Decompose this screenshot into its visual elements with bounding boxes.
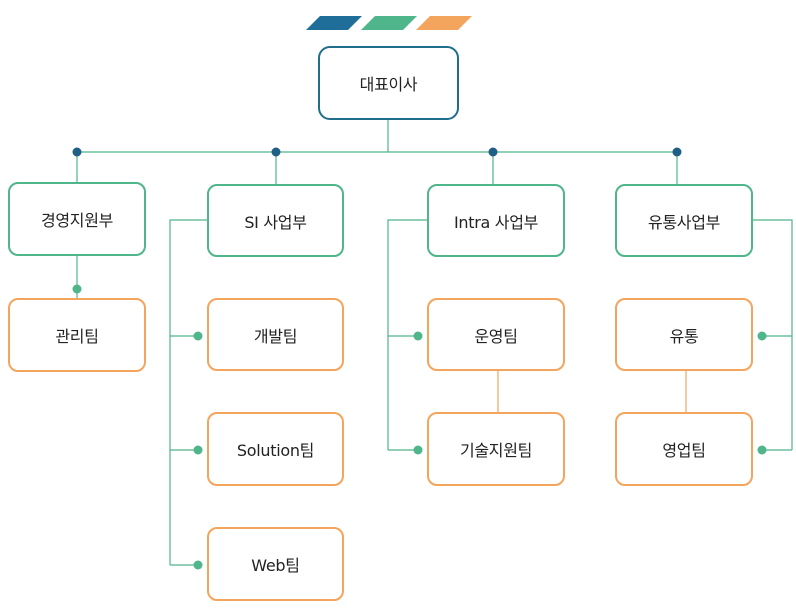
ceo-label: 대표이사 bbox=[359, 75, 418, 94]
dept-si: SI 사업부 bbox=[207, 184, 344, 257]
mgmt-dot bbox=[72, 284, 82, 294]
dist-bracket bbox=[753, 219, 793, 450]
dept-management-support: 경영지원부 bbox=[8, 182, 146, 256]
dept-label: Intra 사업부 bbox=[453, 212, 539, 232]
team-label: 관리팀 bbox=[55, 327, 99, 346]
dept-distribution: 유통사업부 bbox=[615, 184, 753, 257]
intra-dot-2 bbox=[413, 445, 423, 455]
dept-label: SI 사업부 bbox=[244, 212, 307, 232]
team-label: Web팀 bbox=[251, 556, 300, 575]
si-dot-3 bbox=[193, 560, 203, 570]
team-sales: 영업팀 bbox=[615, 412, 753, 486]
team-development: 개발팀 bbox=[207, 298, 344, 371]
si-dot-1 bbox=[193, 331, 203, 341]
team-label: 운영팀 bbox=[474, 326, 518, 346]
header-bar-blue bbox=[306, 16, 362, 30]
junction-dot-4 bbox=[672, 147, 682, 157]
team-distribution: 유통 bbox=[615, 298, 753, 371]
header-bar-green bbox=[361, 16, 417, 30]
dept-intra: Intra 사업부 bbox=[427, 184, 565, 257]
team-label: 영업팀 bbox=[662, 441, 706, 460]
ceo-box: 대표이사 bbox=[318, 46, 459, 120]
team-label: 개발팀 bbox=[253, 326, 298, 346]
header-bar-orange bbox=[416, 16, 472, 30]
intra-bracket bbox=[387, 219, 427, 450]
intra-dot-1 bbox=[413, 331, 423, 341]
team-management: 관리팀 bbox=[8, 298, 146, 372]
team-label: 유통 bbox=[669, 326, 699, 346]
team-operations: 운영팀 bbox=[427, 298, 565, 371]
dist-dot-1 bbox=[757, 331, 767, 341]
si-dot-2 bbox=[193, 445, 203, 455]
team-label: 기술지원팀 bbox=[459, 441, 533, 460]
junction-dot-2 bbox=[271, 147, 281, 157]
team-solution: Solution팀 bbox=[207, 412, 344, 486]
dept-label: 유통사업부 bbox=[647, 212, 721, 232]
si-bracket bbox=[169, 219, 207, 565]
junction-dot-3 bbox=[488, 147, 498, 157]
junction-dot-1 bbox=[72, 147, 82, 157]
dist-dot-2 bbox=[757, 445, 767, 455]
team-tech-support: 기술지원팀 bbox=[427, 412, 565, 486]
team-web: Web팀 bbox=[207, 527, 344, 601]
team-label: Solution팀 bbox=[236, 441, 315, 460]
dept-label: 경영지원부 bbox=[40, 211, 114, 230]
